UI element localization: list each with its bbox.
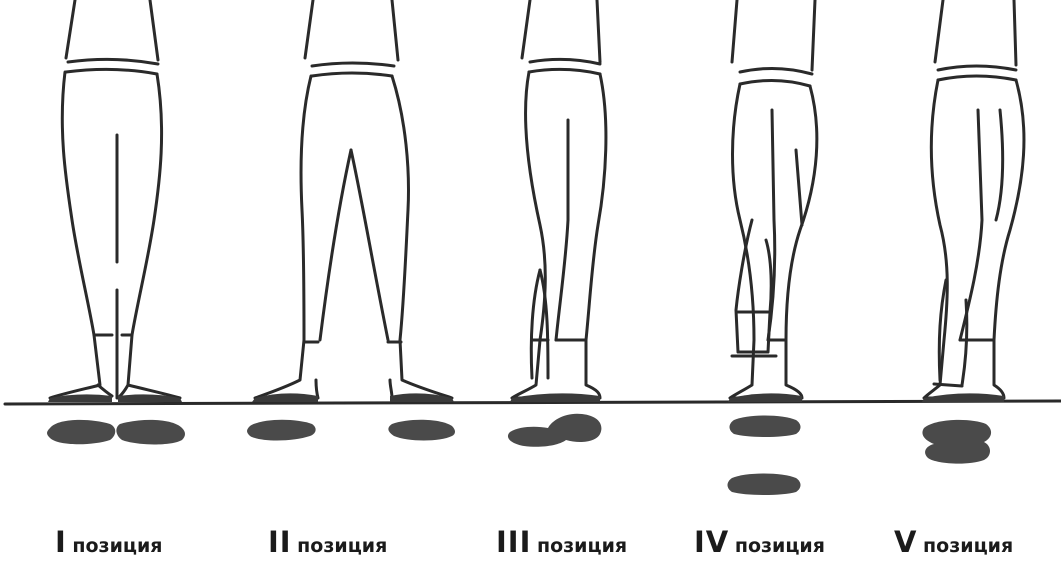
caption-word: позиция bbox=[297, 535, 387, 557]
figure-position-4 bbox=[730, 0, 817, 398]
caption-position-1: I позиция bbox=[55, 528, 163, 557]
caption-position-2: II позиция bbox=[268, 528, 387, 557]
caption-word: позиция bbox=[923, 535, 1013, 557]
figure-position-1 bbox=[50, 0, 180, 398]
footprint-3 bbox=[508, 414, 601, 447]
footprint-1-right bbox=[116, 420, 185, 445]
caption-position-5: V позиция bbox=[894, 528, 1013, 557]
figure-position-5 bbox=[924, 0, 1024, 398]
caption-numeral: II bbox=[268, 525, 292, 559]
footprint-2-left bbox=[247, 420, 316, 441]
figure-position-3 bbox=[512, 0, 606, 398]
footprint-1-left bbox=[47, 420, 115, 444]
footprint-5 bbox=[922, 420, 991, 464]
caption-word: позиция bbox=[72, 535, 162, 557]
figure-position-2 bbox=[255, 0, 452, 398]
caption-word: позиция bbox=[735, 535, 825, 557]
caption-numeral: V bbox=[894, 525, 917, 559]
caption-numeral: III bbox=[496, 525, 531, 559]
footprint-2-right bbox=[388, 420, 455, 441]
caption-numeral: I bbox=[55, 525, 67, 559]
caption-position-3: III позиция bbox=[496, 528, 627, 557]
caption-position-4: IV позиция bbox=[694, 528, 825, 557]
footprint-4-front bbox=[730, 416, 801, 438]
footprint-4-back bbox=[728, 474, 801, 496]
footprints bbox=[47, 414, 991, 495]
caption-numeral: IV bbox=[694, 525, 729, 559]
caption-word: позиция bbox=[537, 535, 627, 557]
